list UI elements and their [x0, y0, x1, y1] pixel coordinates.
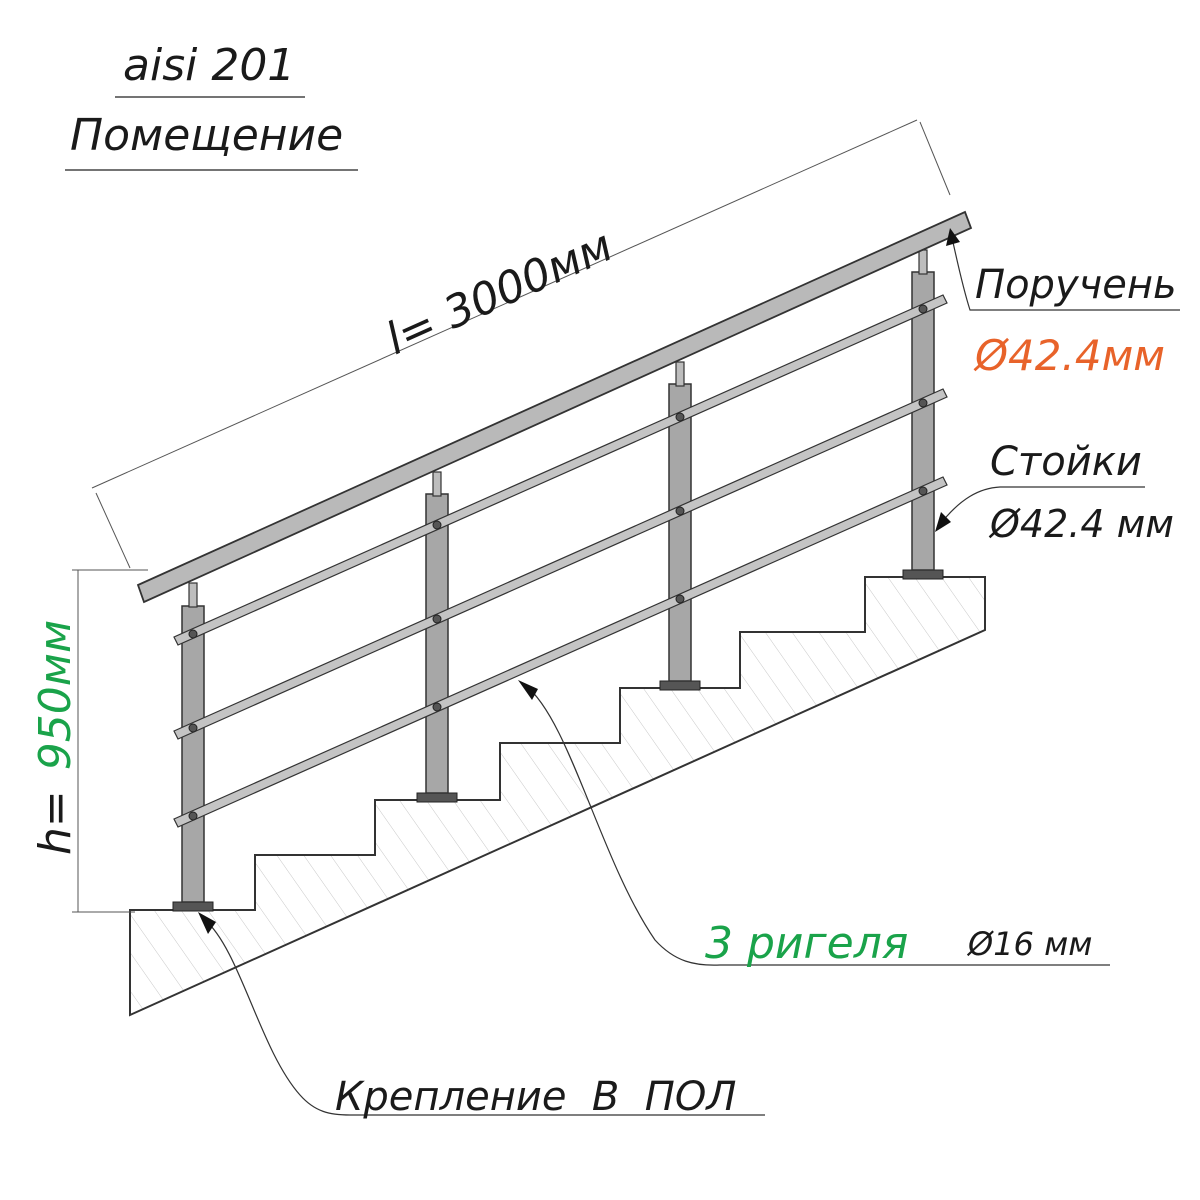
- title-block: aisi 201 Помещение: [65, 40, 358, 171]
- crossbar-middle: [173, 388, 948, 740]
- crossbar-top: [173, 294, 948, 646]
- post: [668, 383, 692, 682]
- crossbar-bottom: [173, 476, 948, 828]
- length-dimension: [91, 119, 951, 569]
- handrail-diameter: Ø42.4мм: [973, 331, 1165, 380]
- posts-label: Стойки: [990, 439, 1142, 485]
- location-label: Помещение: [70, 110, 343, 161]
- handrail: [136, 210, 973, 604]
- rails-diameter: Ø16 мм: [966, 925, 1092, 963]
- height-value: 950мм: [30, 620, 81, 770]
- base-plate: [659, 680, 701, 691]
- rails-label: 3 ригеля: [705, 918, 908, 969]
- mount-label: Крепление В ПОЛ: [335, 1074, 736, 1120]
- length-label: l= 3000мм: [379, 220, 620, 365]
- material-label: aisi 201: [123, 40, 295, 91]
- rail-clamps: [188, 304, 928, 821]
- height-prefix: h=: [30, 790, 81, 855]
- staircase: [129, 576, 986, 1017]
- leaders: [198, 228, 1180, 1116]
- height-dimension: [72, 569, 148, 913]
- base-plate: [172, 901, 214, 912]
- handrail-label: Поручень: [975, 262, 1177, 308]
- height-label: h= 950мм: [30, 620, 81, 855]
- post: [181, 605, 205, 903]
- handrail-holders: [188, 249, 928, 608]
- base-plate: [416, 792, 458, 803]
- posts-diameter: Ø42.4 мм: [988, 502, 1174, 546]
- crossbars: [173, 294, 948, 828]
- post: [425, 493, 449, 794]
- base-plate: [902, 569, 944, 580]
